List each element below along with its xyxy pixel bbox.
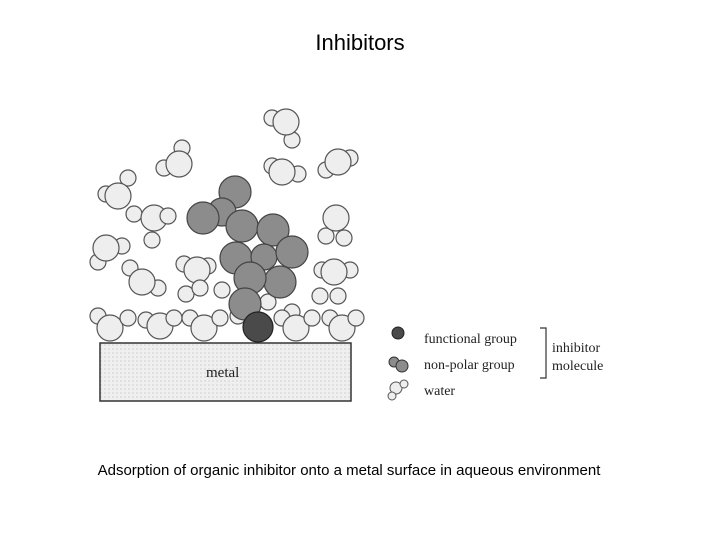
legend-non-polar-group-icon-2	[395, 359, 409, 373]
legend-bracket	[540, 327, 547, 379]
legend-non-polar-group-label: non-polar group	[424, 358, 515, 373]
metal-label: metal	[206, 365, 239, 381]
legend-water-label: water	[424, 384, 455, 399]
slide-title: Inhibitors	[315, 30, 405, 55]
legend-functional-group-icon	[391, 326, 405, 340]
legend-water-icon-3	[387, 391, 397, 401]
legend-inhibitor-label: inhibitor	[552, 341, 601, 356]
inhibitor-functional-group	[242, 311, 274, 343]
legend: functional group non-polar group water i…	[387, 326, 603, 401]
legend-molecule-label: molecule	[552, 359, 603, 374]
legend-water-icon-2	[399, 379, 409, 389]
metal-surface	[99, 342, 352, 402]
figure-caption: Adsorption of organic inhibitor onto a m…	[97, 462, 601, 479]
legend-functional-group-label: functional group	[424, 332, 517, 347]
inhibitor-non-polar-groups	[186, 175, 309, 321]
